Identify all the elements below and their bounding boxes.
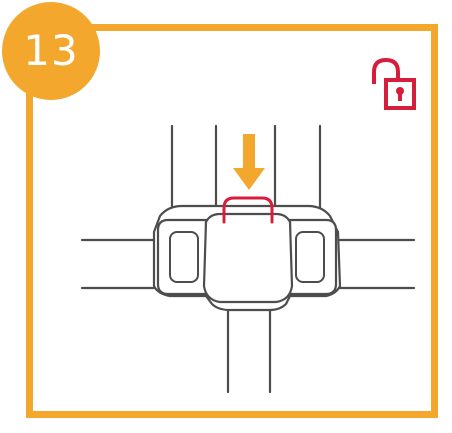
left-strap (80, 238, 162, 290)
upper-left-strap (170, 124, 218, 222)
center-buckle (202, 212, 294, 304)
arrow-down-icon (233, 134, 265, 190)
release-button (222, 196, 274, 224)
unlock-icon (372, 57, 416, 110)
right-tongue-slot (295, 231, 325, 283)
lower-strap (226, 306, 272, 394)
step-number-badge: 13 (2, 2, 100, 100)
left-tongue-slot (169, 231, 199, 283)
upper-right-strap (273, 124, 322, 222)
step-number: 13 (23, 26, 79, 75)
